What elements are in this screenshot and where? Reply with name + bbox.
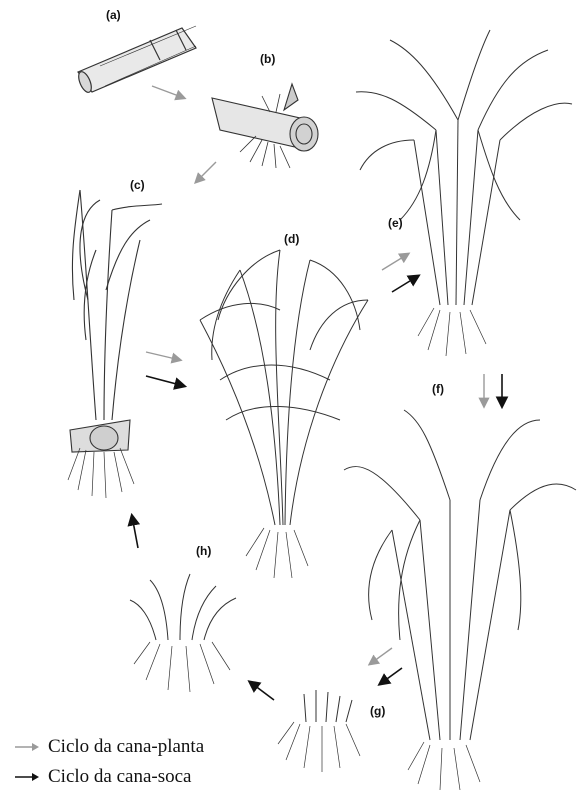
harvest-ready-cane (344, 410, 576, 790)
tillering-clump (200, 250, 368, 578)
stage-label-h: (h) (196, 544, 211, 558)
arrow-a-to-b (152, 86, 184, 98)
arrow-f-to-g-ratoon (380, 668, 402, 684)
sprouting-cutting (212, 84, 318, 168)
legend-plant-cycle-label: Ciclo da cana-planta (48, 736, 204, 758)
stage-label-c: (c) (130, 178, 145, 192)
arrow-h-to-c (132, 516, 138, 548)
arrow-f-to-g-plant (370, 648, 392, 664)
legend-ratoon-cycle-label: Ciclo da cana-soca (48, 766, 191, 788)
legend-plant-cycle: Ciclo da cana-planta (14, 736, 204, 758)
cycle-arrows (132, 86, 502, 700)
seed-cane-stalk (76, 26, 196, 94)
black-arrow-icon (14, 772, 40, 782)
grey-arrow-icon (14, 742, 40, 752)
young-plant (68, 190, 162, 498)
mature-cane (356, 30, 572, 356)
stage-label-b: (b) (260, 52, 275, 66)
arrow-d-to-e-plant (382, 254, 408, 270)
arrow-g-to-h (250, 682, 274, 700)
stage-label-g: (g) (370, 704, 385, 718)
arrow-c-to-d-plant (146, 352, 180, 360)
stage-label-f: (f) (432, 382, 444, 396)
stage-label-e: (e) (388, 216, 403, 230)
stage-label-d: (d) (284, 232, 299, 246)
legend-ratoon-cycle: Ciclo da cana-soca (14, 766, 191, 788)
harvested-stubble (278, 690, 360, 772)
arrow-c-to-d-ratoon (146, 376, 184, 386)
arrow-d-to-e-ratoon (392, 276, 418, 292)
ratoon-sprouting (130, 574, 236, 692)
arrow-b-to-c (196, 162, 216, 182)
stage-label-a: (a) (106, 8, 121, 22)
